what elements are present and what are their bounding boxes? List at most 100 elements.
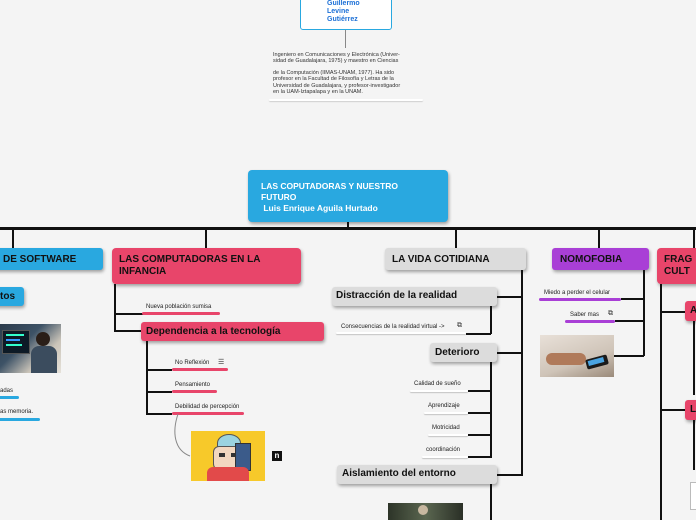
branch-frag[interactable]: FRAG CULT [657, 248, 696, 284]
central-topic[interactable]: LAS COPUTADORAS Y NUESTRO FUTURO Luis En… [248, 170, 448, 222]
bio-line-2: sidad de Guadalajara, 1975) y maestro en… [273, 58, 399, 65]
dep-leaf-2: Pensamiento [175, 382, 211, 388]
branch-infancia-label: LAS COMPUTADORAS EN LA INFANCIA [119, 254, 261, 277]
central-line-3: Luis Enrique Aguila Hurtado [261, 203, 378, 213]
branch-nomofobia-label: NOMOFOBIA [560, 254, 623, 265]
branch-drop-frag [693, 228, 695, 248]
dependencia-node[interactable]: Dependencia a la tecnología [141, 322, 324, 341]
external-link-icon[interactable]: ⧉ [457, 322, 462, 329]
bio-line-5: Universidad de Guadalajara, y profesor-i… [273, 82, 401, 89]
infancia-to-dependencia [114, 330, 142, 332]
branch-software[interactable]: DE SOFTWARE [0, 248, 103, 270]
dep-to-leaf1 [146, 369, 172, 371]
frag-subtopic-2[interactable]: L [685, 400, 696, 420]
det-leaf-2-underline [424, 412, 468, 414]
nomo-leaf-2: Saber mas [570, 312, 600, 318]
branch-cotidiana-label: LA VIDA COTIDIANA [392, 254, 490, 265]
branch-drop-nomofobia [598, 228, 600, 248]
bio-underline [269, 99, 423, 101]
software-leaf-1-underline [0, 396, 19, 399]
frag-sub2-spine [693, 420, 695, 470]
author-bio: Ingeniero en Comunicaciones y Electrónic… [273, 52, 433, 95]
distraccion-to-leaf [466, 333, 491, 335]
aislamiento-spine [490, 484, 492, 520]
list-icon[interactable]: ☰ [218, 359, 225, 366]
cotidiana-to-distraccion [497, 296, 522, 298]
deterioro-spine [490, 362, 492, 458]
det-leaf-1: Calidad de sueño [414, 381, 461, 387]
dep-leaf-3: Debilidad de percepción [175, 404, 240, 410]
nomofobia-spine [643, 270, 645, 356]
cotidiana-spine [521, 270, 523, 475]
det-leaf-3: Motricidad [432, 425, 460, 431]
det-leaf-4: coordinación [426, 447, 461, 453]
bio-line-1: Ingeniero en Comunicaciones y Electrónic… [273, 52, 400, 58]
distraccion-leaf: Consecuencias de la realidad virtual -> [341, 324, 445, 330]
nomo-to-leaf1 [621, 298, 644, 300]
branch-infancia[interactable]: LAS COMPUTADORAS EN LA INFANCIA [112, 248, 301, 284]
infancia-to-leaf1 [114, 313, 144, 315]
branch-frag-line-2: CULT [664, 266, 690, 277]
aislamiento-node[interactable]: Aislamiento del entorno [337, 465, 497, 484]
deterioro-node[interactable]: Deterioro [430, 343, 497, 362]
software-subtopic[interactable]: tos [0, 287, 24, 306]
det-leaf-4-underline [422, 456, 468, 458]
infancia-leaf-1: Nueva población sumisa [146, 304, 212, 310]
det-to-leaf2 [468, 412, 491, 414]
central-line-1: LAS COPUTADORAS Y NUESTRO [261, 181, 398, 191]
central-line-2: FUTURO [261, 192, 297, 202]
nomo-leaf-2-underline [565, 320, 615, 323]
frag-sub1-spine [693, 321, 695, 395]
det-to-leaf1 [468, 390, 491, 392]
infancia-spine [114, 284, 116, 330]
central-connector [347, 222, 349, 228]
branch-drop-software [12, 228, 14, 248]
note-icon[interactable]: n [272, 451, 282, 461]
aislamiento-label: Aislamiento del entorno [342, 468, 456, 479]
branch-nomofobia[interactable]: NOMOFOBIA [552, 248, 649, 270]
software-photo [0, 324, 61, 373]
det-leaf-3-underline [428, 434, 468, 436]
branch-drop-infancia [205, 228, 207, 248]
software-leaf-1: adas [0, 388, 14, 394]
frag-spine [660, 284, 662, 520]
bio-line-4: profesor en la Facultad de Filosofía y L… [273, 76, 394, 83]
software-leaf-2-underline [0, 418, 40, 421]
nomo-leaf-1: Miedo a perder el celular [544, 290, 611, 296]
cotidiana-to-aislamiento [497, 474, 523, 476]
frag-subtopic-1-label: A [690, 305, 696, 316]
software-subtopic-label: tos [0, 291, 15, 302]
branch-cotidiana[interactable]: LA VIDA COTIDIANA [385, 248, 526, 270]
author-node[interactable]: Guillermo Levine Gutiérrez [300, 0, 392, 30]
author-name: Guillermo Levine Gutiérrez [327, 0, 360, 23]
branch-drop-cotidiana [455, 228, 457, 248]
frag-subtopic-2-label: L [690, 404, 696, 415]
det-to-leaf3 [468, 434, 491, 436]
det-leaf-2: Aprendizaje [428, 403, 460, 409]
frag-thumbnail [690, 482, 696, 510]
infancia-leaf-1-underline [142, 312, 220, 315]
bio-line-3: de la Computación (IIMAS-UNAM, 1977). Ha… [273, 69, 395, 76]
frag-to-sub2 [660, 409, 686, 411]
dep-image-connector [174, 413, 191, 457]
dep-to-leaf3 [146, 413, 172, 415]
det-leaf-1-underline [410, 390, 468, 392]
distraccion-node[interactable]: Distracción de la realidad [332, 287, 497, 306]
external-link-icon-2[interactable]: ⧉ [608, 310, 613, 317]
branch-software-label: DE SOFTWARE [3, 254, 77, 265]
phone-hand-photo [540, 335, 614, 377]
aislamiento-photo [388, 503, 463, 520]
bio-line-6: en la UAM-Iztapalapa y en la UNAM. [273, 89, 363, 96]
main-branch-line [0, 227, 696, 230]
nomo-to-leaf2 [615, 320, 644, 322]
software-leaf-2: as memoria. [0, 409, 34, 415]
dep-leaf-1: No Reflexión [175, 360, 210, 366]
author-connector [345, 30, 346, 48]
dep-leaf-2-underline [172, 390, 217, 393]
distraccion-label: Distracción de la realidad [336, 290, 458, 301]
dep-to-leaf2 [146, 391, 172, 393]
distraccion-spine [490, 306, 492, 334]
cotidiana-to-deterioro [497, 352, 522, 354]
frag-subtopic-1[interactable]: A [685, 301, 696, 321]
robot-child-illustration [191, 431, 265, 481]
